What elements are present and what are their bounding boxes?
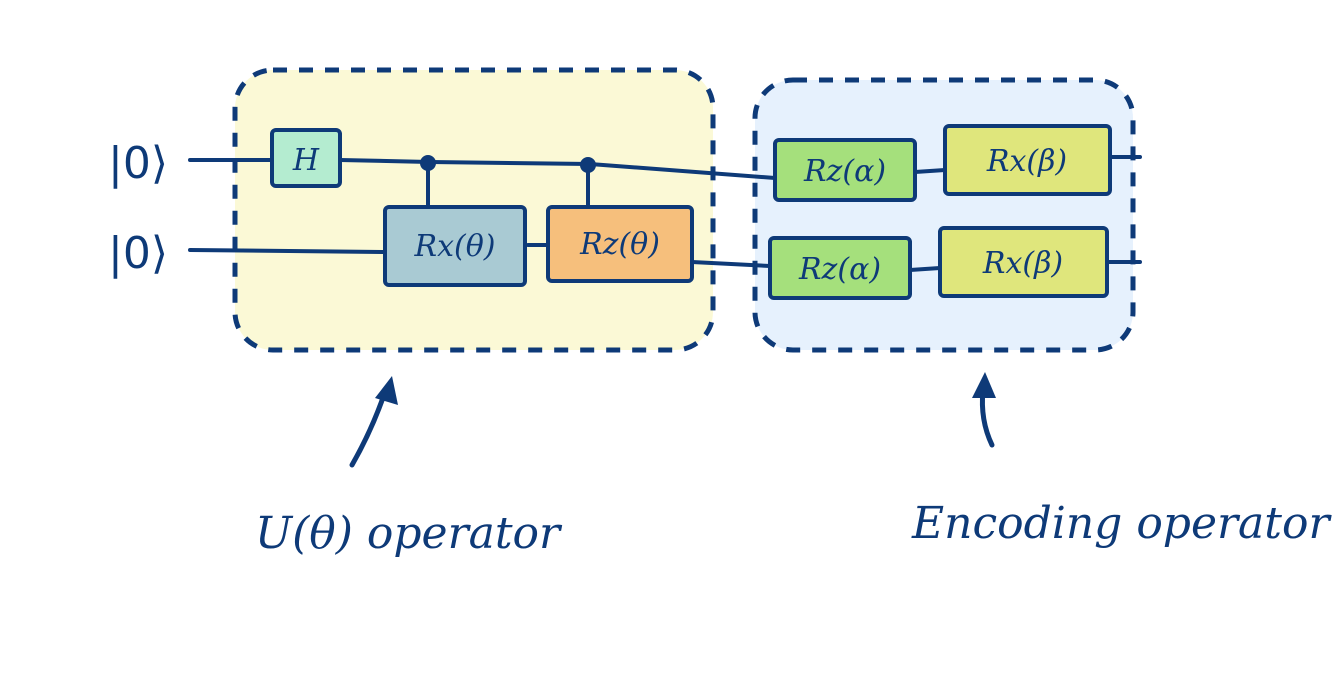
h-gate-box [270, 128, 342, 188]
rx-beta-gate-bottom-box [938, 226, 1109, 298]
rx-theta-gate-box [383, 205, 527, 287]
rz-theta-gate-label: Rz(θ) [579, 227, 660, 262]
qubit-0-label: |0⟩ [108, 138, 168, 189]
rx-beta-gate-bottom-label: Rx(β) [982, 246, 1063, 281]
rz-alpha-gate-bottom: Rz(α) [768, 236, 912, 300]
rx-theta-gate: Rx(θ) [383, 205, 527, 287]
rx-beta-gate-top-box [943, 124, 1112, 196]
h-gate: H [270, 128, 342, 188]
encoding-arrow-shaft [979, 387, 995, 448]
rz-theta-gate: Rz(θ) [546, 205, 694, 283]
rz-alpha-gate-top-label: Rz(α) [803, 154, 886, 189]
control-dot-icon [420, 155, 436, 171]
rz-alpha-gate-bottom-box [768, 236, 912, 300]
encoding-region [752, 77, 1136, 353]
qubit-wire-bottom [188, 243, 1142, 272]
rz-alpha-gate-bottom-label: Rz(α) [798, 252, 881, 287]
h-gate-label: H [292, 143, 320, 178]
rx-beta-gate-top-label: Rx(β) [986, 144, 1067, 179]
encoding-operator-caption: Encoding operator [911, 498, 1332, 549]
u-operator-caption: U(θ) operator [255, 508, 563, 559]
encoding-arrow-head [972, 372, 996, 398]
arrow-up-icon [972, 372, 996, 448]
rx-theta-gate-label: Rx(θ) [414, 229, 496, 264]
rx-beta-gate-top: Rx(β) [943, 124, 1112, 196]
rz-alpha-gate-top: Rz(α) [773, 138, 917, 202]
rz-theta-gate-box [546, 205, 694, 283]
u-arrow-shaft [349, 389, 388, 468]
rx-beta-gate-bottom: Rx(β) [938, 226, 1109, 298]
qubit-wire-top [188, 155, 1142, 180]
qubit-1-label: |0⟩ [108, 228, 168, 279]
control-dot-icon [580, 157, 596, 173]
u-arrow-head [375, 376, 398, 405]
arrow-up-icon [349, 376, 398, 468]
rz-alpha-gate-top-box [773, 138, 917, 202]
